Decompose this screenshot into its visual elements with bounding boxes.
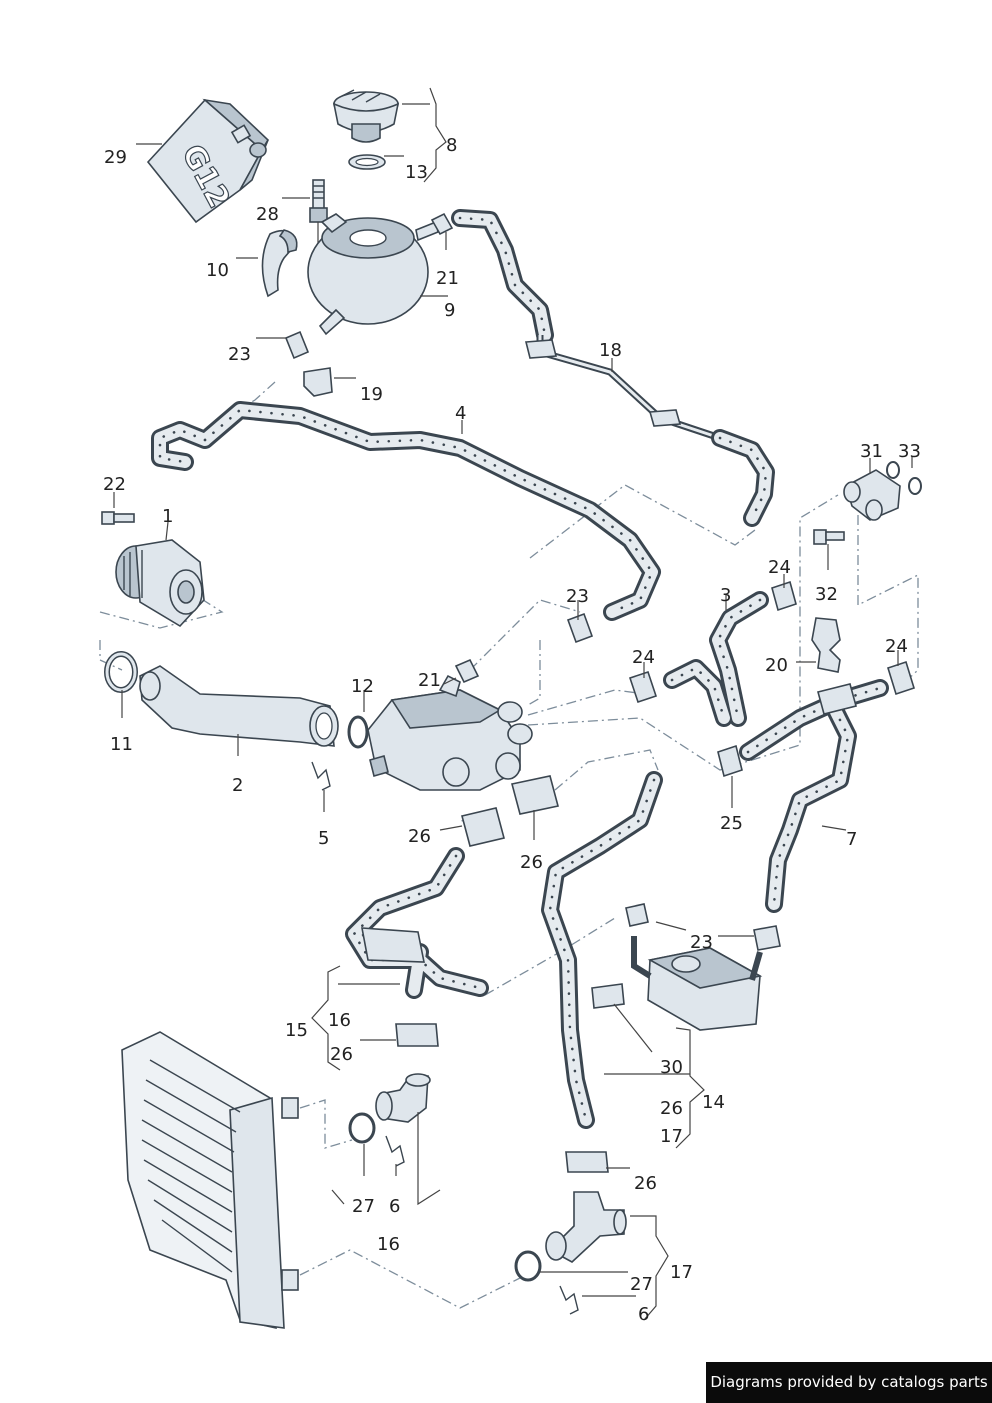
clip-6-lower [559, 1285, 579, 1315]
bleed-pipe [524, 335, 722, 442]
callout: 15 [285, 1020, 308, 1041]
callout: 17 [660, 1126, 683, 1147]
callout: 4 [455, 403, 466, 424]
callout: 16 [377, 1234, 400, 1255]
callout: 6 [638, 1304, 649, 1325]
level-sensor [309, 179, 328, 250]
coolant-canister: G12 [146, 98, 270, 224]
callout: 17 [670, 1262, 693, 1283]
callout: 26 [660, 1098, 683, 1119]
oil-cooler [631, 936, 763, 1031]
clip-20 [811, 617, 841, 673]
seal-27 [348, 1112, 376, 1144]
callout: 6 [389, 1196, 400, 1217]
callout: 26 [634, 1173, 657, 1194]
callout: 23 [566, 586, 589, 607]
callout: 21 [418, 670, 441, 691]
callout: 11 [110, 734, 133, 755]
callout: 26 [330, 1044, 353, 1065]
credit-banner: Diagrams provided by catalogs parts [706, 1362, 992, 1403]
connector-31 [843, 469, 901, 521]
callout: 8 [446, 135, 457, 156]
callout: 23 [690, 932, 713, 953]
callout: 10 [206, 260, 229, 281]
callout-labels: 29 8 13 28 10 21 9 23 19 18 4 22 1 31 33… [103, 135, 921, 1325]
expansion-reservoir [307, 213, 439, 336]
callout: 28 [256, 204, 279, 225]
callout: 19 [360, 384, 383, 405]
hose-3 [663, 591, 769, 727]
t-piece-17 [545, 1191, 627, 1263]
callout: 25 [720, 813, 743, 834]
callout: 13 [405, 162, 428, 183]
callout: 31 [860, 441, 883, 462]
callout: 18 [599, 340, 622, 361]
callout: 24 [632, 647, 655, 668]
callout: 27 [352, 1196, 375, 1217]
seal-27-lower [514, 1250, 542, 1282]
callout: 5 [318, 828, 329, 849]
hose-15 [345, 847, 489, 999]
callout: 29 [104, 147, 127, 168]
callout: 26 [408, 826, 431, 847]
callout: 14 [702, 1092, 725, 1113]
callout: 9 [444, 300, 455, 321]
callout: 2 [232, 775, 243, 796]
callout: 20 [765, 655, 788, 676]
clip-6 [385, 1135, 405, 1167]
seal-ring-11 [104, 651, 138, 693]
hose-14 [541, 771, 663, 1129]
callout: 24 [768, 557, 791, 578]
seal-33a [886, 461, 900, 479]
coolant-pump [115, 539, 205, 628]
callout: 12 [351, 676, 374, 697]
elbow-16 [375, 1073, 431, 1123]
callout: 22 [103, 474, 126, 495]
coolant-pipe [139, 665, 339, 747]
plug [303, 367, 333, 397]
small-clamps [284, 212, 915, 1173]
retaining-bracket [261, 229, 298, 298]
hose-4 [151, 401, 661, 621]
clip-5 [311, 761, 331, 791]
callout: 27 [630, 1274, 653, 1295]
seal-33b [908, 477, 922, 495]
radiator [121, 1031, 299, 1330]
bolt-32 [813, 529, 845, 545]
seal-ring-12 [347, 715, 369, 749]
callout: 32 [815, 584, 838, 605]
bleed-hose-lower [711, 429, 775, 527]
callout: 33 [898, 441, 921, 462]
callout: 1 [162, 506, 173, 527]
bleed-hose-upper [451, 209, 554, 344]
leader-lines [113, 87, 913, 1321]
hose-7 [739, 679, 889, 913]
callout: 7 [846, 829, 857, 850]
reservoir-cap [332, 89, 400, 170]
bolt-22 [101, 511, 135, 525]
callout: 26 [520, 852, 543, 873]
callout: 23 [228, 344, 251, 365]
callout: 30 [660, 1057, 683, 1078]
callout: 16 [328, 1010, 351, 1031]
callout: 21 [436, 268, 459, 289]
callout: 3 [720, 585, 731, 606]
callout: 24 [885, 636, 908, 657]
thermostat-housing [367, 674, 533, 791]
